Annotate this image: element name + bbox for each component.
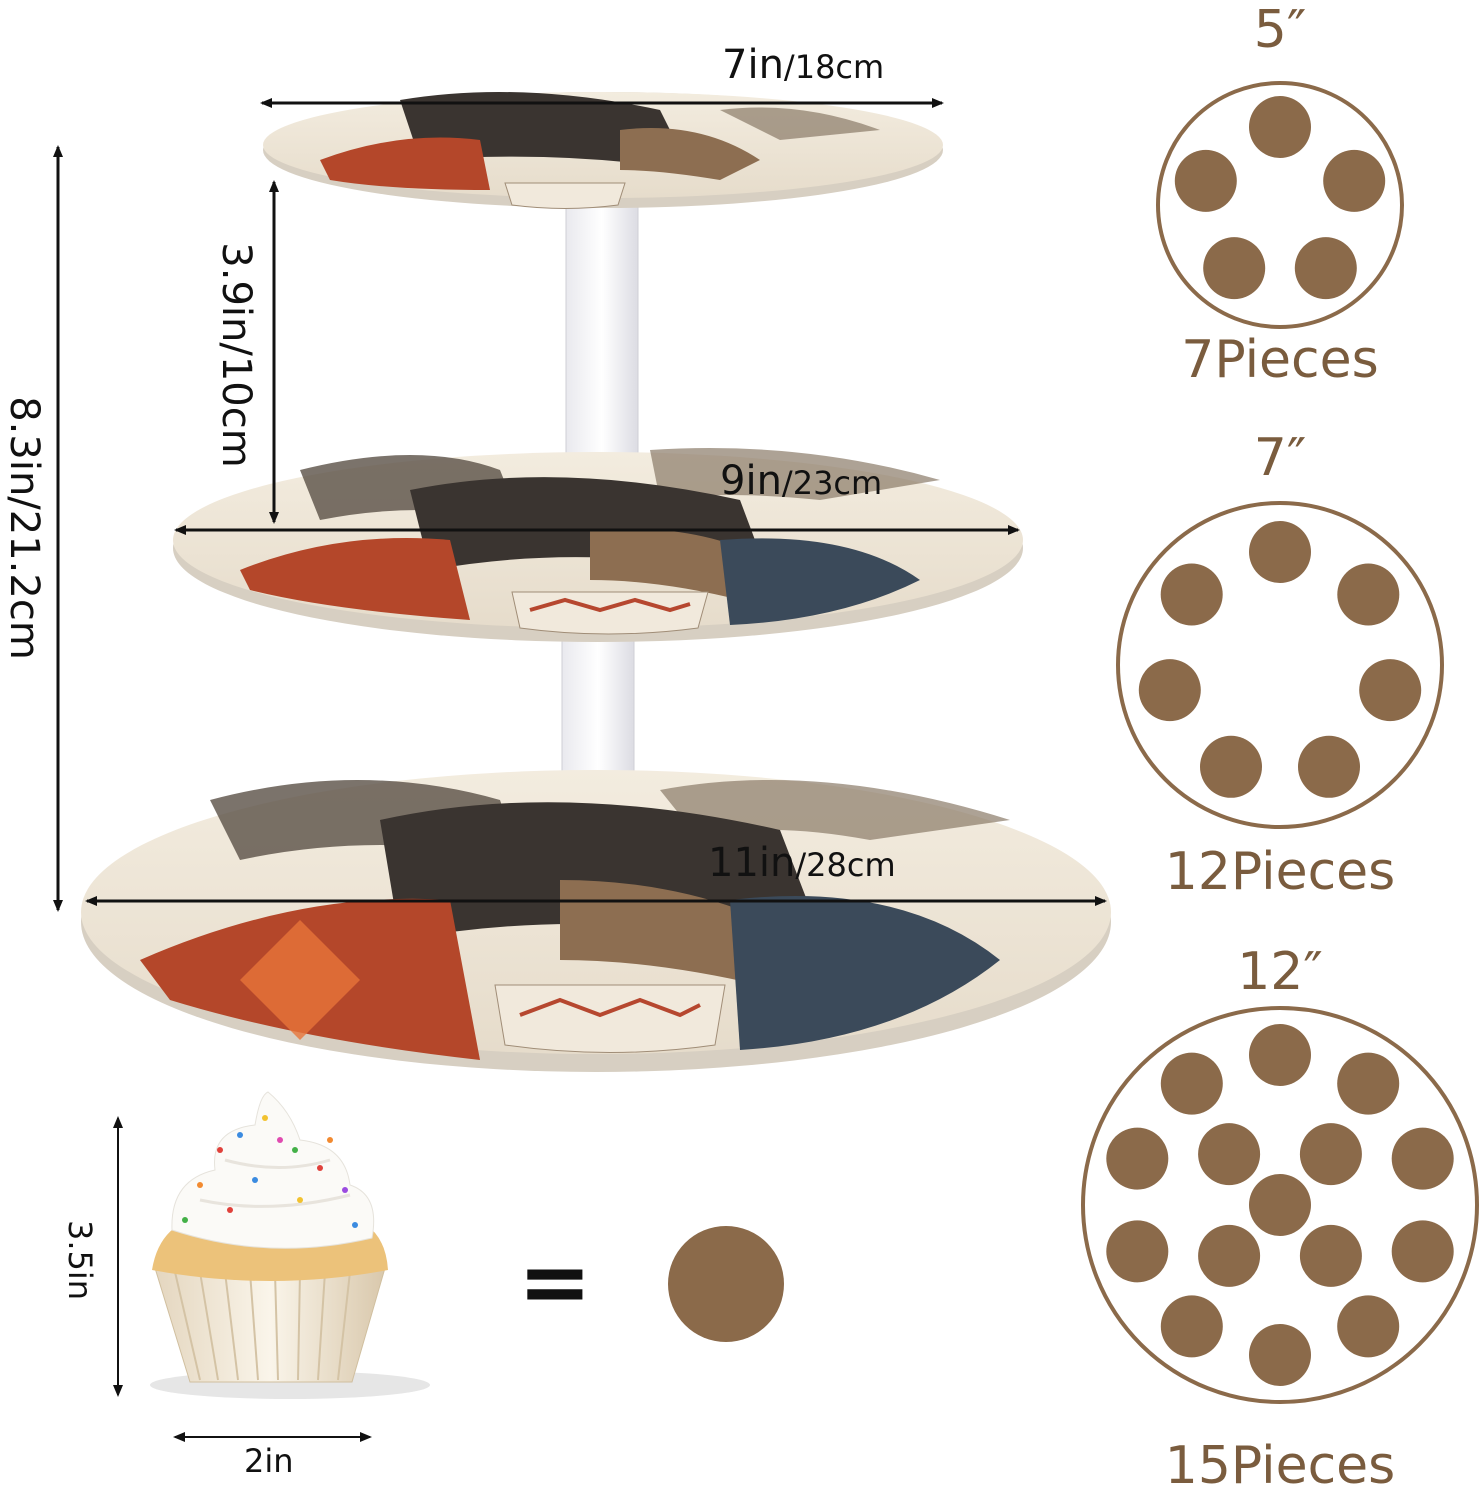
capacity-ring bbox=[1081, 1006, 1479, 1404]
capacity-dot bbox=[1337, 563, 1400, 626]
capacity-dot bbox=[1294, 237, 1357, 300]
cupcake-illustration bbox=[150, 1091, 430, 1399]
capacity-pieces-5in: 7Pieces bbox=[1181, 330, 1379, 390]
capacity-dot bbox=[1160, 1052, 1223, 1115]
capacity-dot bbox=[1160, 563, 1223, 626]
middle-width-label: 9in/23cm bbox=[720, 458, 883, 504]
capacity-dot bbox=[1138, 659, 1201, 722]
capacity-dot bbox=[1200, 735, 1262, 798]
top-tier-plate bbox=[263, 92, 943, 209]
bottom-tier-plate bbox=[81, 770, 1111, 1072]
cupcake-height-label: 3.5in bbox=[61, 1219, 99, 1301]
capacity-dot bbox=[1106, 1220, 1169, 1283]
capacity-diagram-5in bbox=[1156, 81, 1404, 329]
total-height-label: 8.3in/21.2cm bbox=[1, 396, 47, 660]
capacity-dot bbox=[1198, 1123, 1261, 1186]
capacity-size-12in: 12″ bbox=[1237, 942, 1323, 1002]
capacity-dot bbox=[1337, 1295, 1400, 1358]
tier-gap-label: 3.9in/10cm bbox=[213, 242, 259, 468]
capacity-dot bbox=[1249, 1024, 1311, 1086]
equals-sign: = bbox=[518, 1230, 592, 1333]
middle-tier-plate bbox=[173, 448, 1023, 642]
capacity-dot bbox=[1160, 1295, 1223, 1358]
capacity-dot bbox=[1337, 1052, 1400, 1115]
capacity-dot bbox=[1299, 1224, 1362, 1287]
capacity-dot bbox=[1198, 1224, 1261, 1287]
capacity-dot bbox=[1106, 1127, 1169, 1190]
capacity-size-7in: 7″ bbox=[1253, 428, 1307, 488]
top-width-label: 7in/18cm bbox=[722, 42, 885, 88]
capacity-pieces-12in: 15Pieces bbox=[1164, 1436, 1396, 1496]
capacity-pieces-7in: 12Pieces bbox=[1164, 842, 1396, 902]
capacity-ring bbox=[1116, 501, 1444, 829]
bottom-width-label: 11in/28cm bbox=[708, 840, 896, 886]
cupcake-dot-equivalent bbox=[668, 1226, 784, 1342]
capacity-dot bbox=[1249, 1324, 1311, 1386]
capacity-ring bbox=[1156, 81, 1404, 329]
capacity-diagram-7in bbox=[1116, 501, 1444, 829]
capacity-dot bbox=[1174, 149, 1237, 212]
capacity-dot bbox=[1298, 735, 1360, 798]
capacity-dot bbox=[1359, 659, 1422, 722]
capacity-dot bbox=[1249, 96, 1311, 158]
capacity-dot bbox=[1323, 149, 1386, 212]
capacity-dot bbox=[1391, 1220, 1454, 1283]
capacity-size-5in: 5″ bbox=[1253, 0, 1307, 60]
capacity-dot bbox=[1249, 521, 1311, 583]
cupcake-width-label: 2in bbox=[244, 1442, 294, 1480]
capacity-dot bbox=[1249, 1174, 1311, 1236]
capacity-diagram-12in bbox=[1081, 1006, 1479, 1404]
capacity-dot bbox=[1391, 1127, 1454, 1190]
capacity-dot bbox=[1299, 1123, 1362, 1186]
capacity-dot bbox=[1203, 237, 1266, 300]
